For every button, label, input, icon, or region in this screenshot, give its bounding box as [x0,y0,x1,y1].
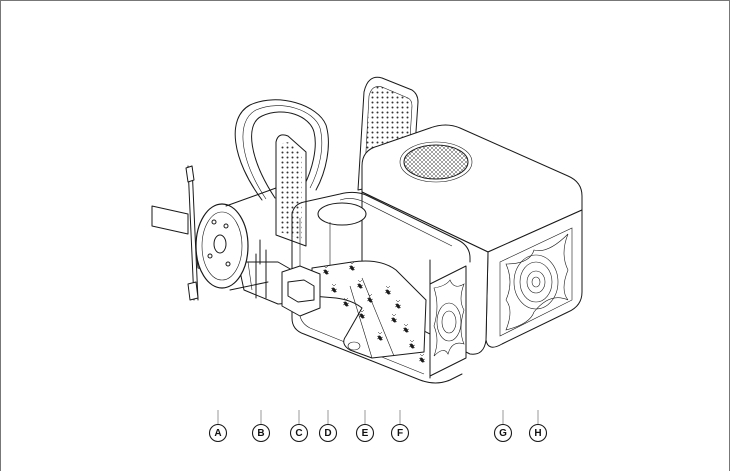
perforated-side-panel [275,134,307,247]
callout-label: G [499,428,507,439]
callout-a: A [208,410,228,443]
insect-icon [330,283,338,293]
insect-icon [366,293,374,303]
insect-icon [402,323,410,333]
insect-icon [376,331,384,341]
enclosure-top-opening [317,202,367,226]
insect-icon [358,309,366,319]
callout-label: H [534,428,541,439]
callout-g: G [493,410,513,443]
transparent-enclosure [291,191,471,384]
callout-f: F [390,410,410,443]
callout-b: B [251,410,271,443]
callout-label: F [397,428,403,439]
insect-icon [322,265,330,275]
insect-icon [356,279,364,289]
insect-icon [408,339,416,349]
insect-icon [418,353,426,363]
insects [322,261,426,363]
damper-assembly [151,165,277,301]
intake-duct [237,239,321,317]
callout-label: D [324,428,331,439]
callout-label: E [362,428,369,439]
callout-label: B [257,428,264,439]
callout-d: D [318,410,338,443]
insect-icon [390,313,398,323]
flexible-tube [234,99,329,201]
callout-e: E [355,410,375,443]
callout-label: A [214,428,221,439]
insect-icon [342,297,350,307]
insect-icon [394,299,402,309]
callout-label: C [295,428,302,439]
insect-chute [311,260,427,359]
top-vent-grille [403,144,469,180]
insect-icon [384,285,392,295]
callout-labels: A B C D E F G H [208,410,548,443]
insect-icon [348,261,356,271]
callout-c: C [289,410,309,443]
callout-h: H [528,410,548,443]
